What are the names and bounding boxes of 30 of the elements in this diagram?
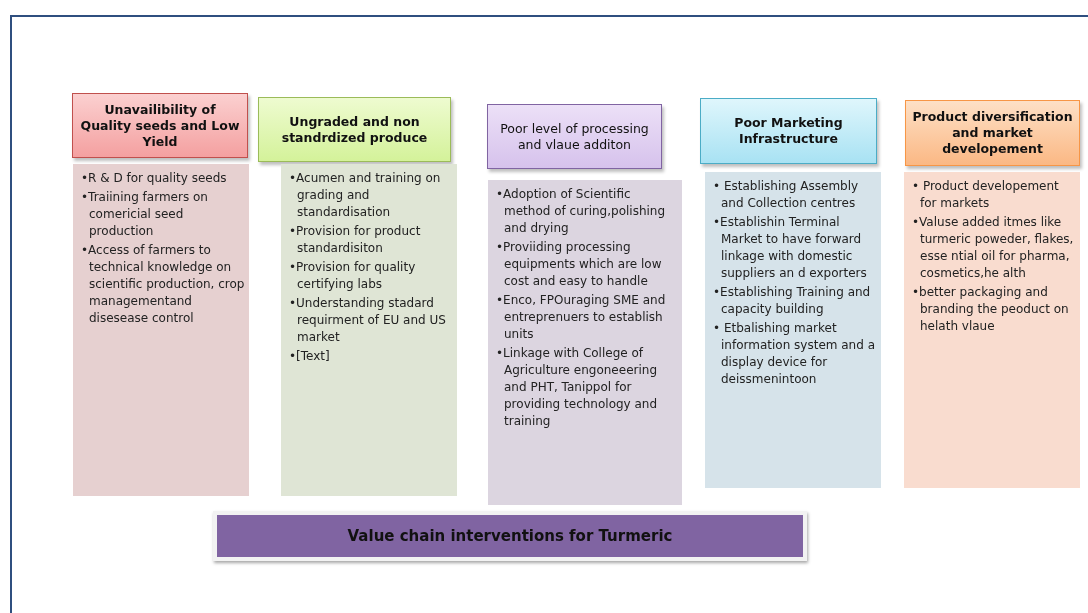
header-box: Poor level of processing and vlaue additon [487, 104, 662, 169]
bullet-item: •Establishin Terminal Market to have forward linkage with domestic suppliers an d exporters [713, 214, 868, 282]
bullet-item: •better packaging and branding the peoduct on helath vlaue [912, 284, 1070, 335]
bullet-item: •Proviiding processing equipments which are low cost and easy to handle [496, 239, 663, 290]
bullet-item: •Adoption of Scientific method of curing,polishing and drying [496, 186, 667, 237]
bullet-item: •Access of farmers to technical knowledge on scientific production, crop managementand disesease control [81, 242, 245, 327]
bullet-item: •Understanding stadard requirment of EU and US market [289, 295, 447, 346]
bullet-item: •Acumen and training on grading and standardisation [289, 170, 442, 221]
text-panel [281, 164, 457, 496]
bullet-item: •R & D for quality seeds [81, 170, 228, 187]
bullet-item: • Etbalishing market information system and a display device for deissmenintoon [713, 320, 876, 388]
header-box: Ungraded and non standrdized produce [258, 97, 451, 162]
bullet-item: •Traiining farmers on comericial seed production [81, 189, 209, 240]
bullet-item: •Linkage with College of Agriculture engoneeering and PHT, Tanippol for providing technology and training [496, 345, 659, 430]
bullet-item: •Provision for product standardisiton [289, 223, 422, 257]
header-box: Unavailibility of Quality seeds and Low Yield [72, 93, 248, 158]
bullet-item: • Establishing Assembly and Collection centres [713, 178, 860, 212]
bullet-item: •Valuse added itmes like turmeric poweder, flakes, esse ntial oil for pharma, cosmetics,he alth [912, 214, 1075, 282]
bullet-item: • Product developement for markets [912, 178, 1060, 212]
title-banner: Value chain interventions for Turmeric [213, 511, 807, 561]
bullet-item: •Establishing Training and capacity building [713, 284, 872, 318]
text-panel [705, 172, 881, 488]
header-box: Poor Marketing Infrastructure [700, 98, 877, 164]
text-panel [904, 172, 1080, 488]
bullet-item: •Enco, FPOuraging SME and entreprenuers to establish units [496, 292, 667, 343]
header-box: Product diversification and market developement [905, 100, 1080, 166]
bullet-item: •[Text] [289, 348, 331, 365]
bullet-item: •Provision for quality certifying labs [289, 259, 417, 293]
text-panel [488, 180, 682, 505]
text-panel [73, 164, 249, 496]
